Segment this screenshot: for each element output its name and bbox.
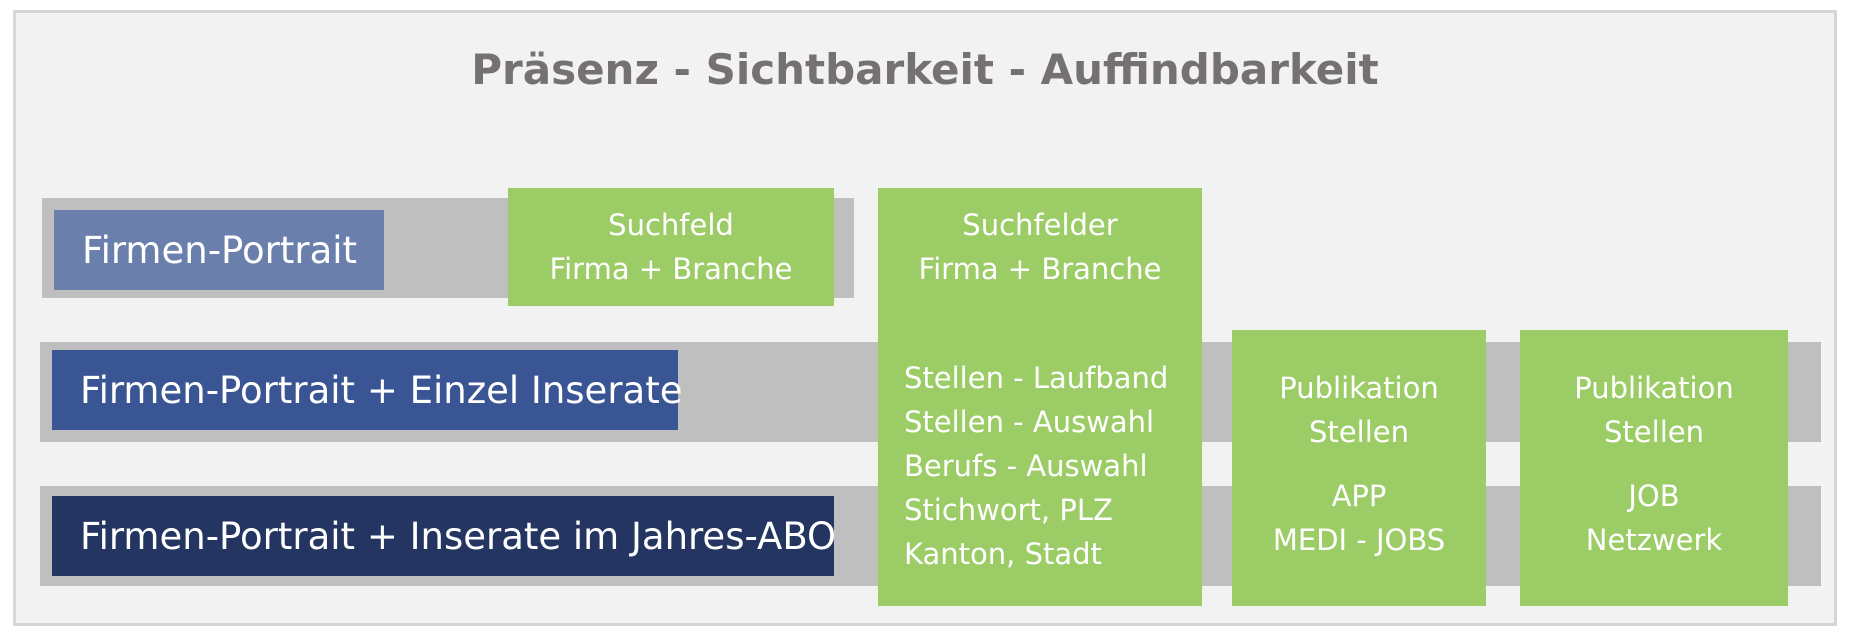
box-line: Publikation xyxy=(1574,371,1734,405)
feature-box-app-medi-jobs: Publikation Stellen APP MEDI - JOBS xyxy=(1232,330,1486,606)
box-line: Publikation xyxy=(1279,371,1439,405)
tier-label-text: Firmen-Portrait + Einzel Inserate xyxy=(80,368,683,412)
box-line: Firma + Branche xyxy=(918,252,1162,286)
tier-label-portrait: Firmen-Portrait xyxy=(54,210,384,290)
feature-item: Berufs - Auswahl xyxy=(904,449,1148,483)
feature-item: Stellen - Auswahl xyxy=(904,405,1155,439)
tier-label-jahres-abo: Firmen-Portrait + Inserate im Jahres-ABO xyxy=(52,496,837,576)
feature-box-suchfeld: Suchfeld Firma + Branche xyxy=(508,188,834,306)
box-spacer xyxy=(1232,454,1486,474)
feature-item: Stichwort, PLZ xyxy=(904,493,1113,527)
feature-box-job-netzwerk: Publikation Stellen JOB Netzwerk xyxy=(1520,330,1788,606)
tier-label-text: Firmen-Portrait xyxy=(82,228,358,272)
box-line: JOB xyxy=(1628,479,1680,513)
box-line: Suchfeld xyxy=(608,208,734,242)
box-line: Firma + Branche xyxy=(549,252,793,286)
box-line: Stellen xyxy=(1309,415,1409,449)
box-heading: Suchfelder Firma + Branche xyxy=(878,203,1202,291)
box-line: MEDI - JOBS xyxy=(1272,523,1446,557)
tier-label-text: Firmen-Portrait + Inserate im Jahres-ABO xyxy=(80,514,837,558)
box-line: Netzwerk xyxy=(1585,523,1723,557)
feature-item: Stellen - Laufband xyxy=(904,361,1169,395)
feature-list-items: Stellen - Laufband Stellen - Auswahl Ber… xyxy=(904,356,1168,576)
feature-item: Kanton, Stadt xyxy=(904,537,1102,571)
box-line: Suchfelder xyxy=(962,208,1118,242)
box-spacer xyxy=(1520,454,1788,474)
box-line: Stellen xyxy=(1604,415,1704,449)
feature-box-suchfelder: Suchfelder Firma + Branche Stellen - Lau… xyxy=(878,188,1202,606)
box-line: APP xyxy=(1331,479,1387,513)
diagram-title: Präsenz - Sichtbarkeit - Auffindbarkeit xyxy=(471,45,1379,94)
tier-label-einzel-inserate: Firmen-Portrait + Einzel Inserate xyxy=(52,350,682,430)
